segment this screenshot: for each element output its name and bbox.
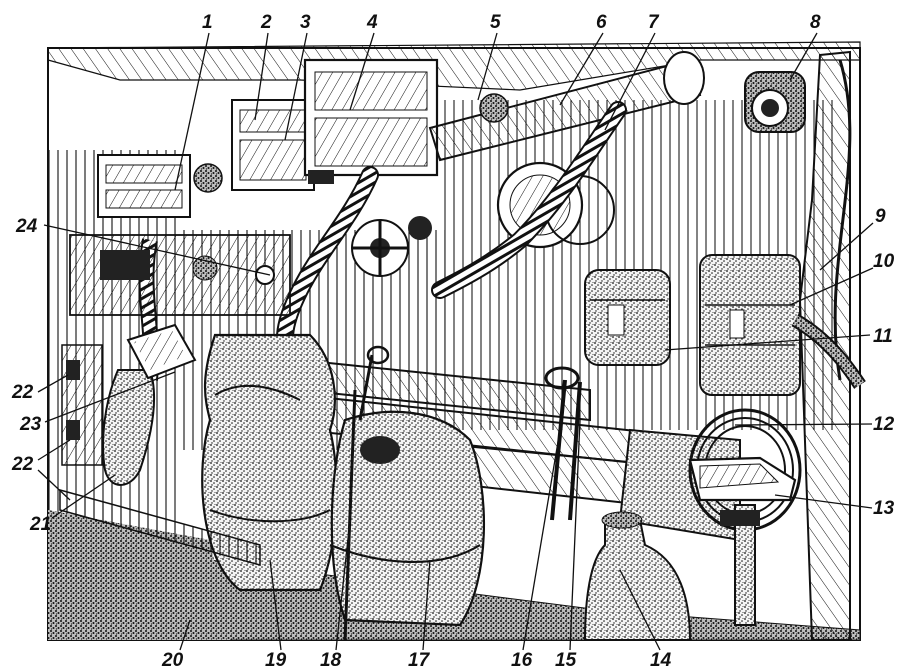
- bench-edge: [59, 489, 261, 566]
- callout-8: 8: [810, 12, 821, 33]
- callout-9: 9: [875, 206, 886, 227]
- instrument-box-4: [303, 58, 439, 184]
- glove-21: [102, 369, 156, 486]
- callout-17: 17: [408, 650, 431, 671]
- instrument-box-1: [97, 154, 191, 218]
- clamps-22: [61, 344, 103, 466]
- callout-19: 19: [265, 650, 287, 671]
- callout-5: 5: [490, 12, 501, 33]
- callout-11: 11: [873, 326, 893, 347]
- callout-24: 24: [15, 216, 38, 237]
- instrument-panel-group: [97, 58, 439, 218]
- callout-6: 6: [596, 12, 607, 33]
- callout-10: 10: [873, 251, 895, 272]
- leader-lines: [37, 32, 874, 651]
- callout-14: 14: [650, 650, 672, 671]
- callout-22-upper: 22: [11, 382, 34, 403]
- tube-bundle: [299, 358, 741, 542]
- callout-20: 20: [161, 650, 184, 671]
- control-panel-24: [69, 234, 291, 316]
- pouch-10: [699, 254, 866, 396]
- callout-22-lower: 22: [11, 454, 34, 475]
- callout-2: 2: [260, 12, 272, 33]
- callout-1: 1: [202, 12, 213, 33]
- instrument-box-2: [231, 99, 315, 191]
- pipe-fitting-5: [479, 93, 509, 123]
- pouch-11: [584, 269, 671, 366]
- callout-15: 15: [555, 650, 577, 671]
- callout-21: 21: [29, 514, 51, 535]
- strap-18: [343, 345, 390, 641]
- callout-18: 18: [320, 650, 342, 671]
- callout-7: 7: [648, 12, 660, 33]
- callout-12: 12: [873, 414, 895, 435]
- sack-19: [201, 333, 338, 592]
- callout-13: 13: [873, 498, 895, 519]
- device-13: [688, 456, 797, 626]
- callout-23: 23: [19, 414, 42, 435]
- handwheel: [351, 216, 432, 277]
- lamp-8: [744, 71, 806, 133]
- callout-labels: 1 2 3 4 5 6 7 8 9 10 11 12 13 14 15 16 1…: [11, 12, 895, 671]
- bag-14: [583, 511, 692, 641]
- box-23: [126, 323, 197, 380]
- knob-icon: [193, 163, 223, 193]
- callout-3: 3: [300, 12, 311, 33]
- overhead-pipe-6: [428, 51, 705, 162]
- callout-16: 16: [511, 650, 533, 671]
- sack-17: [329, 410, 486, 627]
- callout-4: 4: [366, 12, 378, 33]
